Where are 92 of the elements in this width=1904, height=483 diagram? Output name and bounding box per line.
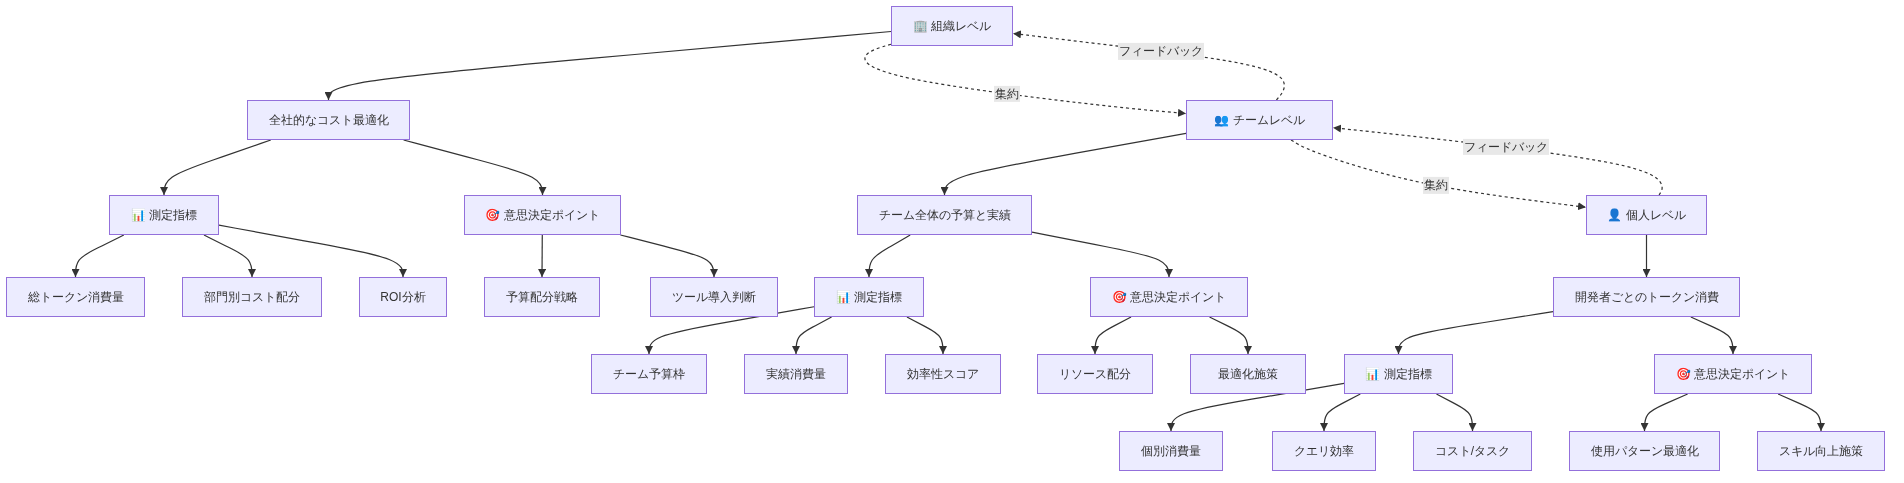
node-label: スキル向上施策 — [1779, 443, 1863, 459]
process-box — [464, 195, 621, 235]
process-box — [650, 277, 778, 317]
arrow — [865, 234, 911, 278]
arrow — [1777, 393, 1825, 432]
node-label: チーム全体の予算と実績 — [878, 207, 1011, 223]
arrow — [619, 234, 718, 278]
node-label: 最適化施策 — [1218, 366, 1278, 382]
arrow — [218, 224, 407, 278]
process-box — [1037, 354, 1153, 394]
arrow — [1435, 393, 1477, 432]
node-label: 効率性スコア — [907, 366, 979, 382]
edge-label: 集約 — [1422, 177, 1449, 194]
process-box — [484, 277, 600, 317]
process-box — [6, 277, 145, 317]
edge-label: フィードバック — [1118, 43, 1205, 60]
edge-label: フィードバック — [1462, 139, 1549, 156]
process-box — [247, 100, 410, 140]
node-label: 部門別コスト配分 — [204, 289, 300, 305]
node-label: 個別消費量 — [1141, 443, 1201, 459]
process-box — [1344, 354, 1453, 394]
person-silhouette-icon: 👤 — [1607, 209, 1623, 221]
process-box — [1272, 431, 1376, 471]
arrow — [906, 316, 947, 355]
arrow — [1690, 316, 1737, 355]
arrow — [792, 316, 833, 355]
node-label: 予算配分戦略 — [506, 289, 578, 305]
node-label: 個人レベル — [1624, 207, 1686, 223]
arrow — [203, 234, 256, 278]
office-building-icon: 🏢 — [912, 20, 928, 32]
process-box — [1654, 354, 1812, 394]
process-box — [814, 277, 924, 317]
arrow — [1640, 393, 1689, 432]
target-icon: 🎯 — [485, 209, 501, 221]
node-label: ツール導入判断 — [672, 289, 756, 305]
arrow — [1394, 311, 1554, 355]
process-box — [1413, 431, 1532, 471]
process-box — [857, 195, 1032, 235]
process-box — [1569, 431, 1720, 471]
node-label: クエリ効率 — [1294, 443, 1354, 459]
node-label: 測定指標 — [148, 207, 198, 223]
bar-chart-icon: 📊 — [1365, 368, 1381, 380]
dashed-arrow — [1290, 139, 1587, 211]
node-label: 実績消費量 — [766, 366, 826, 382]
node-label: チーム予算枠 — [613, 366, 685, 382]
node-label: 意思決定ポイント — [502, 207, 600, 223]
arrow — [1208, 316, 1252, 355]
arrow — [1642, 234, 1651, 278]
edge-label: 集約 — [993, 85, 1020, 102]
process-box — [1119, 431, 1223, 471]
process-box — [1586, 195, 1707, 235]
node-label: 意思決定ポイント — [1129, 289, 1227, 305]
arrow — [160, 139, 272, 196]
process-box — [109, 195, 219, 235]
node-label: 測定指標 — [1382, 366, 1432, 382]
node-label: 全社的なコスト最適化 — [268, 112, 389, 128]
node-label: 測定指標 — [853, 289, 903, 305]
arrow — [940, 132, 1187, 196]
process-box — [591, 354, 707, 394]
node-label: 意思決定ポイント — [1693, 366, 1791, 382]
process-box — [1186, 100, 1333, 140]
target-icon: 🎯 — [1675, 368, 1691, 380]
process-box — [1757, 431, 1885, 471]
node-label: チームレベル — [1231, 112, 1305, 128]
bar-chart-icon: 📊 — [835, 291, 851, 303]
process-box — [891, 6, 1013, 46]
process-box — [1553, 277, 1740, 317]
dashed-arrow — [864, 43, 1187, 117]
arrow — [403, 139, 547, 196]
arrow — [1091, 316, 1132, 355]
node-label: ROI分析 — [380, 289, 426, 305]
arrow — [538, 234, 547, 278]
process-box — [182, 277, 322, 317]
arrow — [1031, 231, 1173, 278]
process-box — [359, 277, 447, 317]
node-label: 開発者ごとのトークン消費 — [1574, 289, 1719, 305]
two-people-icon: 👥 — [1214, 114, 1230, 126]
bar-chart-icon: 📊 — [130, 209, 146, 221]
node-label: 総トークン消費量 — [27, 289, 124, 305]
node-label: 使用パターン最適化 — [1590, 443, 1699, 459]
node-label: コスト/タスク — [1434, 443, 1511, 459]
process-box — [1090, 277, 1248, 317]
arrow — [1320, 393, 1361, 432]
process-box — [1190, 354, 1306, 394]
arrow — [71, 234, 125, 278]
arrow — [324, 30, 892, 101]
process-box — [744, 354, 848, 394]
target-icon: 🎯 — [1111, 291, 1127, 303]
node-label: リソース配分 — [1059, 366, 1131, 382]
arrow — [645, 306, 815, 355]
process-box — [885, 354, 1001, 394]
node-label: 組織レベル — [930, 18, 992, 34]
